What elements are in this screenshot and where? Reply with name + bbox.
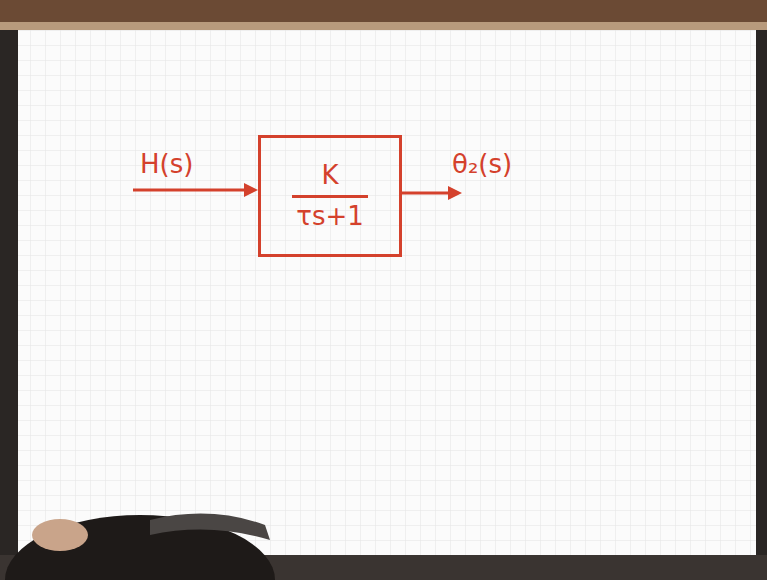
signal-arrows: [133, 183, 462, 200]
input-signal-label: H(s): [140, 150, 193, 179]
frame-top: [0, 0, 767, 30]
output-signal-label: θ₂(s): [452, 150, 512, 179]
frame-strip: [0, 22, 767, 30]
viewer-head: [5, 514, 275, 580]
output-arrow: [402, 192, 448, 195]
arrowhead: [244, 183, 258, 197]
grid: [18, 30, 756, 555]
numerator: K: [317, 161, 342, 191]
fraction-bar: [292, 195, 368, 198]
denominator: τs+1: [292, 202, 368, 232]
transfer-function-box: Kτs+1: [258, 135, 402, 257]
arrowhead: [448, 186, 462, 200]
input-arrow: [133, 189, 246, 192]
paper: [18, 30, 756, 555]
